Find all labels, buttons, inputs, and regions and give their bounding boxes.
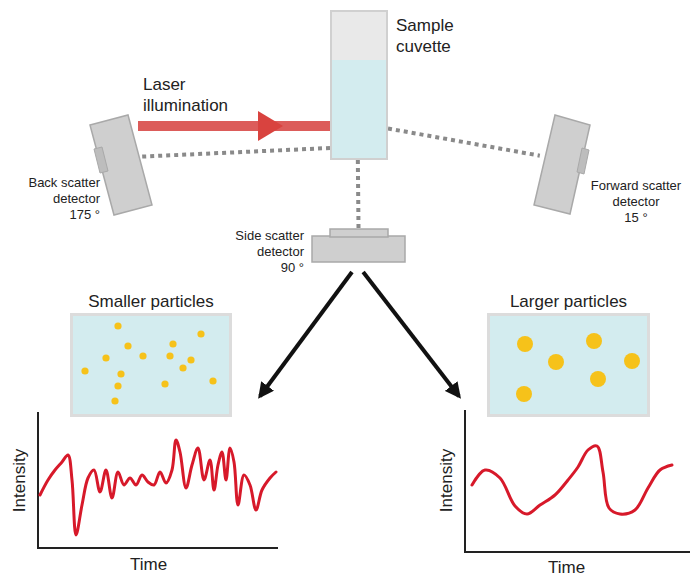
- angle-label: 90 °: [204, 260, 304, 276]
- intensity-traces: [40, 440, 672, 535]
- back-scatter-detector: Back scatter detector175 °: [88, 113, 154, 217]
- axis-label: Intensity: [10, 448, 31, 511]
- signal-arrow: [363, 272, 459, 396]
- axis-label: Time: [548, 557, 585, 578]
- large-particle-panel: Larger particles: [487, 313, 650, 417]
- label-group: Forward scatter detector15 °: [584, 178, 688, 226]
- forward-scatter-detector: Forward scatter detector15 °: [532, 112, 592, 216]
- label-group: Sample cuvette: [396, 15, 476, 57]
- scatter-path: [140, 148, 330, 157]
- laser-arrowhead: [258, 111, 283, 141]
- laser-beam: [138, 121, 338, 131]
- axis-right: [465, 410, 690, 552]
- large-particle-panel-outline: [490, 316, 653, 420]
- label-group: Smaller particles: [88, 291, 214, 312]
- axis-left: [38, 412, 278, 548]
- axis-label: Time: [130, 554, 167, 575]
- small-particle-panel-outline: [73, 316, 235, 420]
- node-label: Forward scatter detector: [584, 178, 688, 210]
- scatter-path: [356, 160, 361, 228]
- node-label: Side scatter detector: [204, 228, 304, 260]
- signal-arrow: [260, 272, 352, 396]
- node-label: Larger particles: [510, 291, 627, 312]
- angle-label: 175 °: [0, 207, 100, 223]
- side-scatter-detector: Side scatter detector90 °: [312, 228, 405, 262]
- side-scatter-detector-outline: [312, 228, 405, 262]
- angle-label: 15 °: [584, 210, 688, 226]
- intensity-trace: [40, 440, 276, 535]
- label-group: Back scatter detector175 °: [0, 175, 100, 223]
- chart-axes: [38, 410, 690, 552]
- axis-label: Intensity: [437, 448, 458, 511]
- node-label: Back scatter detector: [0, 175, 100, 207]
- forward-scatter-detector-outline: [532, 112, 592, 216]
- scatter-path: [388, 129, 540, 156]
- node-label: Smaller particles: [88, 291, 214, 312]
- beam-label: Laser illumination: [143, 74, 255, 116]
- sample-cuvette: Sample cuvette: [330, 10, 388, 160]
- node-label: Sample cuvette: [396, 15, 476, 57]
- label-group: Larger particles: [510, 291, 627, 312]
- intensity-trace: [472, 446, 672, 514]
- small-particle-panel: Smaller particles: [70, 313, 232, 417]
- label-group: Side scatter detector90 °: [204, 228, 304, 276]
